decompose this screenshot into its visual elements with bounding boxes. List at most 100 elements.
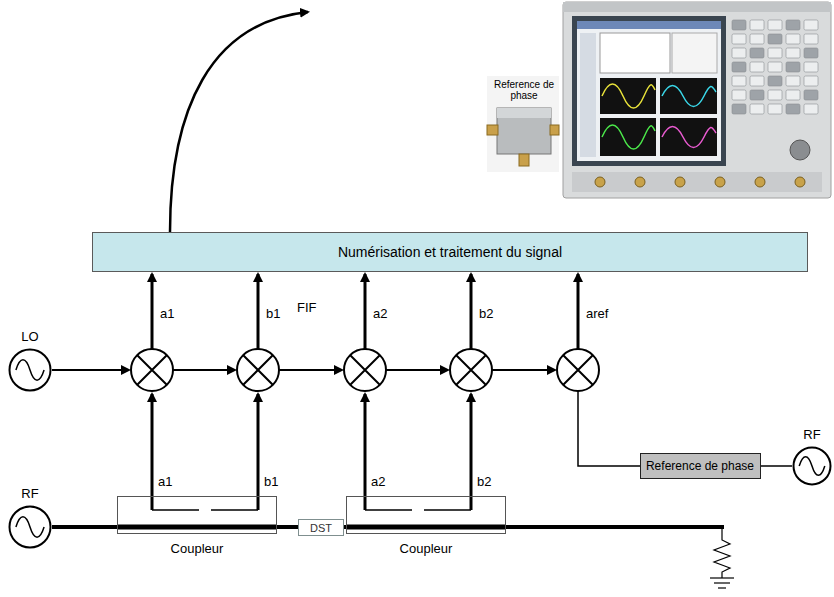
sine-wave	[799, 457, 825, 475]
sine-wave	[16, 517, 44, 537]
coupled-arrows	[364, 394, 367, 510]
keypad-button	[768, 90, 782, 100]
network-analyzer-photo	[660, 78, 717, 114]
coupled-arrows	[257, 394, 260, 510]
phase-reference-photo	[550, 125, 559, 135]
keypad-button	[768, 104, 782, 114]
coupled-arrows	[151, 394, 154, 510]
coupled-arrows	[470, 394, 473, 510]
signal-name: a2	[373, 306, 387, 321]
lo-source: LO	[8, 348, 52, 392]
if-arrows	[257, 274, 260, 349]
phase-reference-photo	[487, 125, 498, 135]
photo-caption: Reference de phase	[489, 79, 559, 101]
network-analyzer-photo	[675, 177, 685, 187]
source-circle	[10, 350, 51, 391]
keypad-button	[732, 90, 746, 100]
mixers	[137, 355, 593, 385]
phase-reference-photo	[487, 76, 559, 172]
keypad-button	[786, 90, 800, 100]
source-circle	[10, 507, 51, 548]
load-termination	[718, 587, 726, 588]
signal-line	[277, 525, 298, 529]
keypad-button	[750, 62, 764, 72]
load-termination	[710, 577, 734, 578]
signal-name: a1	[160, 306, 174, 321]
network-analyzer-photo	[600, 33, 670, 73]
processing-box: Numérisation et traitement du signal	[92, 232, 808, 272]
keypad-button	[804, 104, 818, 114]
keypad-button	[750, 104, 764, 114]
if-arrows	[151, 274, 154, 349]
coupler: Coupleur	[117, 496, 277, 534]
keypad-button	[732, 104, 746, 114]
coupler: Coupleur	[346, 496, 506, 534]
network-analyzer-photo	[595, 177, 605, 187]
network-analyzer-photo	[635, 177, 645, 187]
keypad-button	[804, 48, 818, 58]
coupler-lines	[152, 509, 199, 511]
network-analyzer-photo	[563, 2, 831, 198]
output-arrow	[170, 12, 308, 232]
coupler-lines	[117, 525, 277, 530]
signal-name: aref	[586, 306, 608, 321]
network-analyzer-photo	[755, 177, 765, 187]
lo-chain	[492, 369, 555, 371]
keypad-button	[786, 76, 800, 86]
signal-name: b1	[264, 474, 278, 489]
keypad-button	[786, 48, 800, 58]
signal-name: FIF	[297, 300, 317, 315]
load-termination	[506, 525, 724, 529]
network-analyzer-photo	[672, 33, 717, 73]
network-analyzer-photo	[795, 177, 805, 187]
coupler-lines	[424, 509, 471, 511]
coupler-label: Coupleur	[400, 541, 453, 557]
phase-reference-photo	[519, 154, 529, 166]
box-label: Reference de phase	[646, 459, 754, 474]
signal-line	[52, 525, 117, 529]
network-analyzer-photo	[563, 2, 831, 198]
keypad-button	[786, 62, 800, 72]
source-symbol	[8, 348, 52, 392]
coupled-arrows	[152, 394, 471, 510]
lo-chain	[386, 369, 448, 371]
network-analyzer-photo	[577, 21, 721, 161]
phase-reference-photo	[497, 108, 551, 118]
keypad-button	[732, 48, 746, 58]
source-symbol	[792, 446, 832, 486]
phase-reference-box: Reference de phase	[640, 453, 761, 479]
keypad-button	[804, 34, 818, 44]
keypad-button	[750, 34, 764, 44]
network-analyzer-photo	[602, 84, 655, 108]
source-circle	[794, 448, 831, 485]
box-label: DST	[310, 521, 332, 535]
coupler-lines	[346, 525, 506, 530]
signal-line	[761, 465, 793, 467]
network-analyzer-photo	[572, 16, 726, 166]
network-analyzer-photo	[715, 177, 725, 187]
load-termination	[506, 527, 734, 588]
keypad-button	[768, 20, 782, 30]
source-label: RF	[803, 427, 820, 443]
signal-name: a1	[158, 474, 172, 489]
keypad-button	[804, 90, 818, 100]
phase-reference-photo	[497, 108, 551, 154]
if-arrows	[364, 274, 367, 349]
if-arrows	[152, 274, 578, 349]
network-analyzer-photo	[580, 33, 596, 157]
keypad-button	[732, 34, 746, 44]
source-symbol	[8, 505, 52, 549]
box-label: Numérisation et traitement du signal	[338, 244, 562, 261]
signal-name: a2	[371, 474, 385, 489]
network-analyzer-photo	[790, 140, 810, 160]
coupler-lines	[365, 509, 412, 511]
signal-name: b2	[477, 474, 491, 489]
load-termination	[714, 527, 730, 578]
coupler-lines	[211, 509, 258, 511]
keypad	[732, 20, 818, 114]
lo-chain	[173, 369, 235, 371]
